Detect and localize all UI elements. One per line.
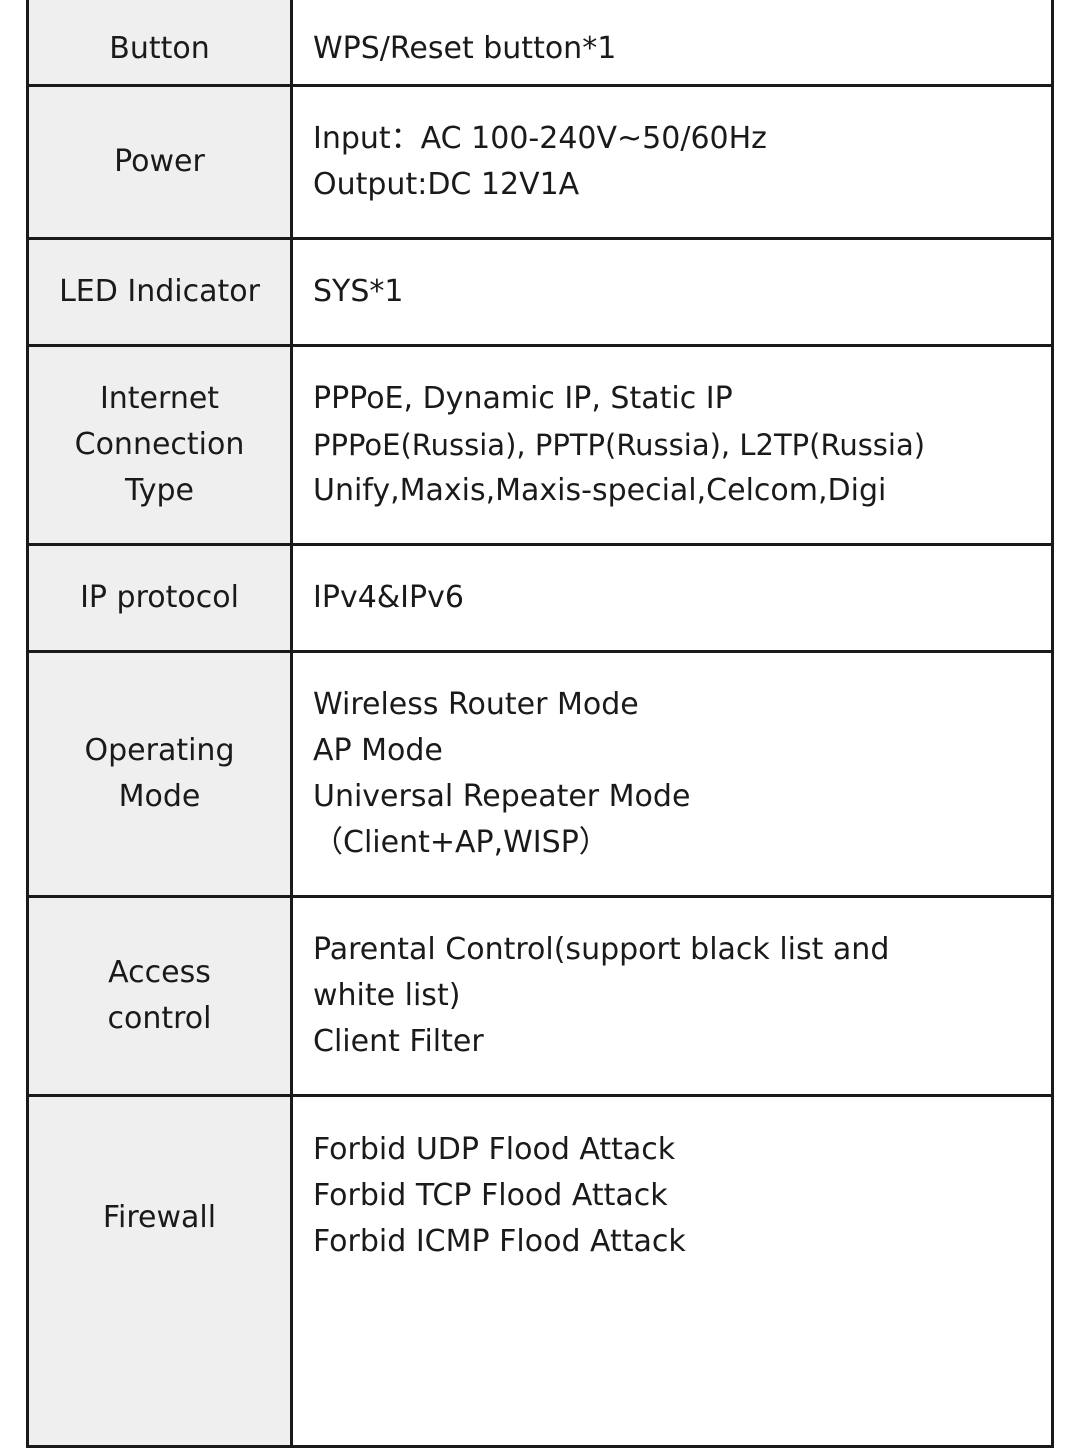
spec-value-internet-connection-type: PPPoE, Dynamic IP, Static IP PPPoE(Russi…: [290, 344, 1054, 546]
spec-row-button: Button WPS/Reset button*1: [26, 0, 1054, 87]
spec-value-power: Input：AC 100-240V~50/60Hz Output:DC 12V1…: [290, 84, 1054, 240]
label-line: Button: [109, 31, 210, 66]
spec-label-operating-mode: Operating Mode: [26, 650, 293, 898]
spec-row-internet-connection-type: Internet Connection Type PPPoE, Dynamic …: [26, 344, 1054, 546]
label-line: Access: [108, 955, 211, 990]
label-line: control: [107, 1001, 212, 1036]
value-line: （Client+AP,WISP）: [313, 825, 609, 860]
spec-value-firewall: Forbid UDP Flood Attack Forbid TCP Flood…: [290, 1094, 1054, 1448]
value-line: Universal Repeater Mode: [313, 779, 691, 814]
value-line: Parental Control(support black list and: [313, 932, 890, 967]
spec-row-firewall: Firewall Forbid UDP Flood Attack Forbid …: [26, 1094, 1054, 1448]
label-line: Internet: [99, 381, 220, 416]
spec-value-ip-protocol: IPv4&IPv6: [290, 543, 1054, 653]
value-line: Forbid UDP Flood Attack: [313, 1132, 676, 1167]
spec-label-button: Button: [26, 0, 293, 87]
spec-label-firewall: Firewall: [26, 1094, 293, 1448]
label-line: Type: [125, 473, 194, 508]
spec-label-internet-connection-type: Internet Connection Type: [26, 344, 293, 546]
value-line: AP Mode: [313, 733, 443, 768]
spec-label-power: Power: [26, 84, 293, 240]
value-line: Unify,Maxis,Maxis-special,Celcom,Digi: [313, 473, 887, 508]
spec-row-power: Power Input：AC 100-240V~50/60Hz Output:D…: [26, 84, 1054, 240]
label-line: Mode: [118, 779, 201, 814]
value-line: Input：AC 100-240V~50/60Hz: [313, 121, 767, 156]
spec-label-led-indicator: LED Indicator: [26, 237, 293, 347]
spec-row-access-control: Access control Parental Control(support …: [26, 895, 1054, 1097]
label-line: Power: [114, 144, 205, 179]
spec-table: Button WPS/Reset button*1 Power Input：AC…: [26, 0, 1054, 1448]
value-line: IPv4&IPv6: [313, 580, 464, 615]
value-line: Client Filter: [313, 1024, 484, 1059]
spec-value-access-control: Parental Control(support black list and …: [290, 895, 1054, 1097]
spec-value-button: WPS/Reset button*1: [290, 0, 1054, 87]
value-line: white list): [313, 978, 461, 1013]
label-line: LED Indicator: [59, 274, 260, 309]
spec-row-ip-protocol: IP protocol IPv4&IPv6: [26, 543, 1054, 653]
value-line: SYS*1: [313, 274, 404, 309]
value-line: WPS/Reset button*1: [313, 31, 617, 66]
label-line: IP protocol: [80, 580, 239, 615]
label-line: Operating: [84, 733, 235, 768]
label-line: Connection: [74, 427, 245, 462]
value-line: PPPoE, Dynamic IP, Static IP: [313, 381, 733, 416]
spec-label-access-control: Access control: [26, 895, 293, 1097]
value-line: Wireless Router Mode: [313, 687, 639, 722]
value-line: Forbid ICMP Flood Attack: [313, 1224, 686, 1259]
spec-value-operating-mode: Wireless Router Mode AP Mode Universal R…: [290, 650, 1054, 898]
value-line: PPPoE(Russia), PPTP(Russia), L2TP(Russia…: [313, 428, 926, 462]
value-line: Output:DC 12V1A: [313, 167, 580, 202]
spec-row-operating-mode: Operating Mode Wireless Router Mode AP M…: [26, 650, 1054, 898]
spec-label-ip-protocol: IP protocol: [26, 543, 293, 653]
spec-row-led-indicator: LED Indicator SYS*1: [26, 237, 1054, 347]
value-line: Forbid TCP Flood Attack: [313, 1178, 668, 1213]
label-line: Firewall: [102, 1200, 217, 1235]
spec-value-led-indicator: SYS*1: [290, 237, 1054, 347]
